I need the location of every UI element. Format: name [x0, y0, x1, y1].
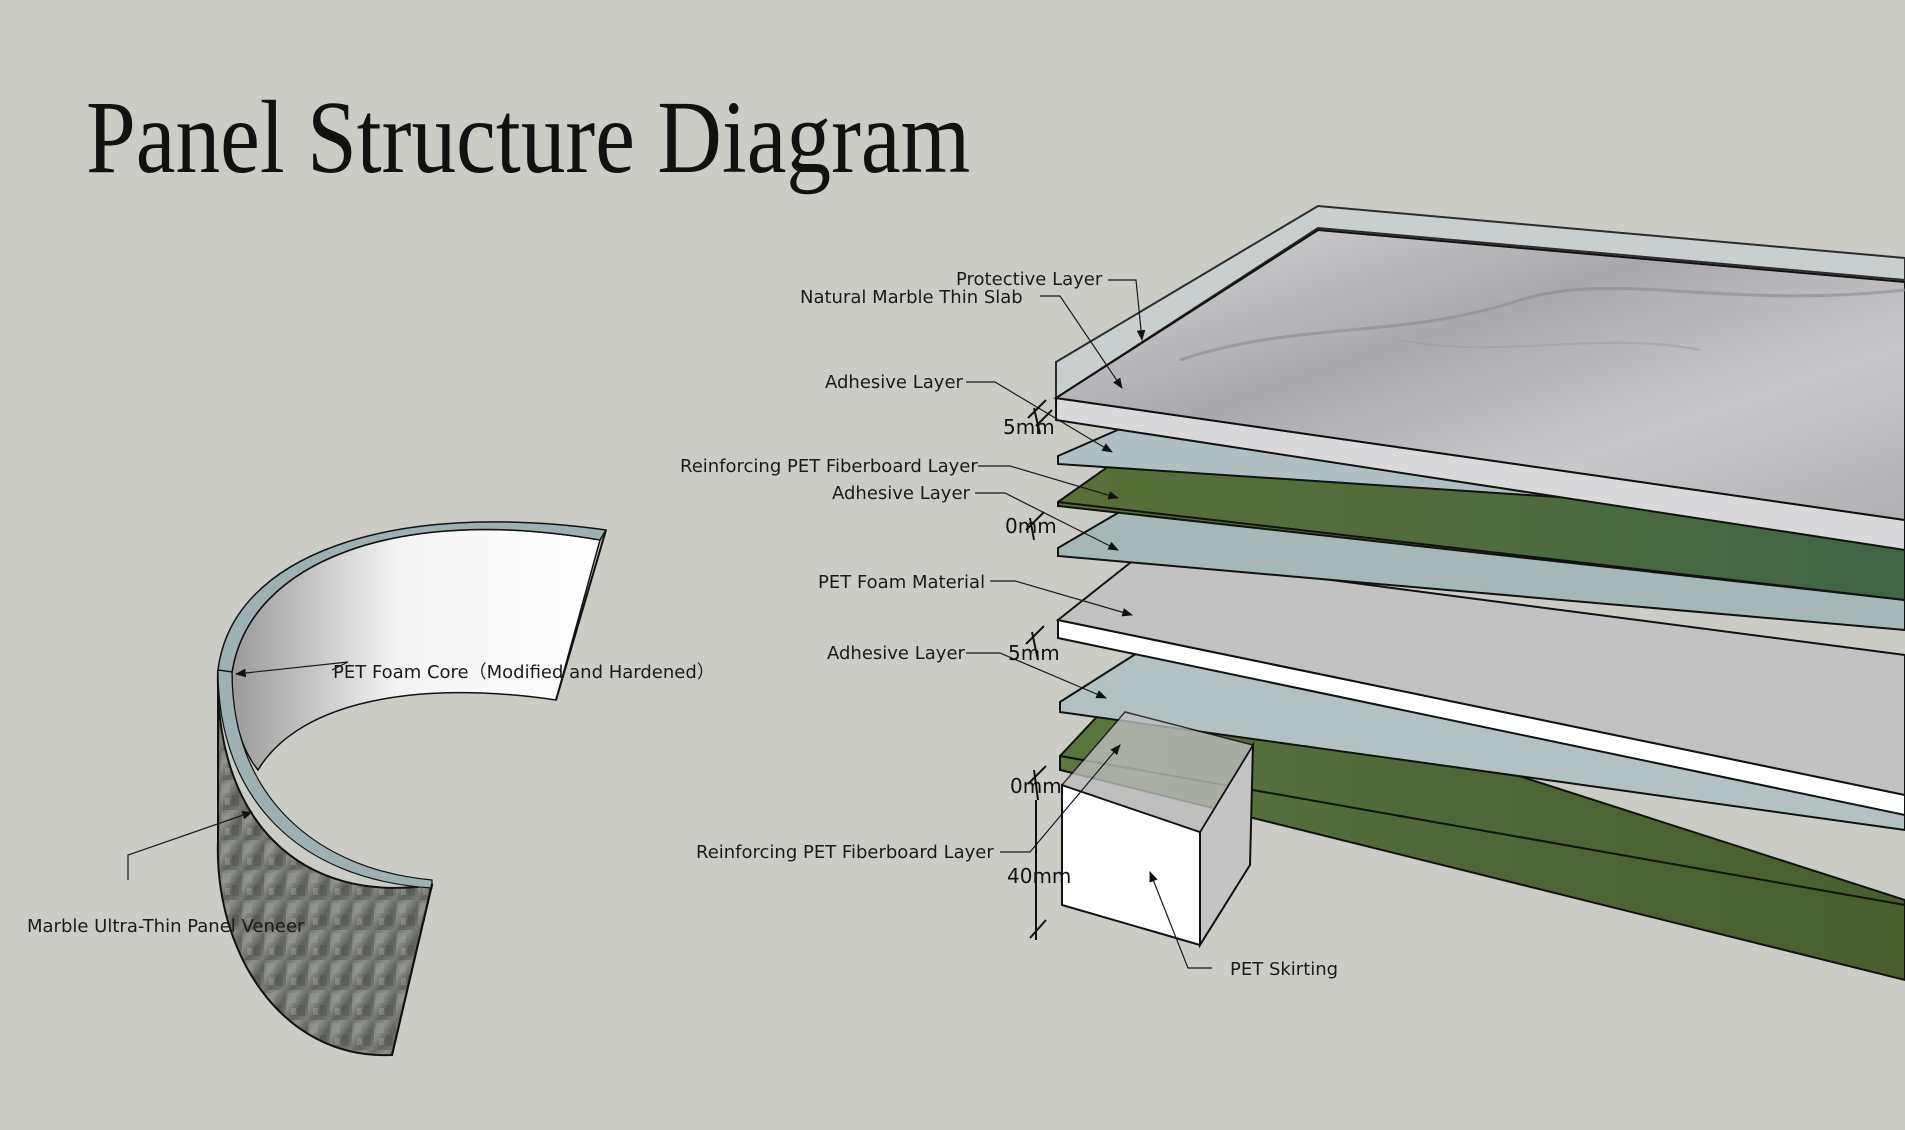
dimension-label-5: 40mm — [1007, 864, 1071, 888]
label-adhesive-2: Adhesive Layer — [832, 483, 971, 504]
label-reinforcing-2: Reinforcing PET Fiberboard Layer — [696, 842, 994, 863]
layer-stack — [1053, 204, 1905, 982]
layer-protective — [1055, 204, 1905, 400]
label-marble-veneer: Marble Ultra-Thin Panel Veneer — [27, 916, 305, 937]
label-adhesive-3: Adhesive Layer — [827, 643, 966, 664]
label-adhesive-1: Adhesive Layer — [825, 372, 964, 393]
dimension-label-2: 0mm — [1005, 514, 1057, 538]
label-protective-layer: Protective Layer — [956, 269, 1103, 290]
dimension-label-1: 5mm — [1003, 415, 1055, 439]
curved-panel — [216, 521, 608, 1057]
layer-marble-slab — [1053, 228, 1905, 522]
label-marble-slab: Natural Marble Thin Slab — [800, 287, 1023, 308]
layer-adhesive-3 — [1059, 646, 1905, 832]
label-reinforcing-1: Reinforcing PET Fiberboard Layer — [680, 456, 978, 477]
dimension-label-3: 5mm — [1008, 641, 1060, 665]
label-pet-skirting: PET Skirting — [1230, 959, 1338, 980]
skirting-top — [1060, 711, 1255, 833]
page-title: Panel Structure Diagram — [86, 80, 971, 195]
curved-inner-surface — [231, 528, 601, 772]
label-pet-foam-material: PET Foam Material — [818, 572, 985, 593]
label-pet-foam-core: PET Foam Core（Modified and Hardened） — [333, 662, 715, 683]
dimension-label-4: 0mm — [1010, 774, 1062, 798]
layer-pet-foam — [1055, 553, 1905, 797]
curved-top-rim — [217, 521, 608, 673]
